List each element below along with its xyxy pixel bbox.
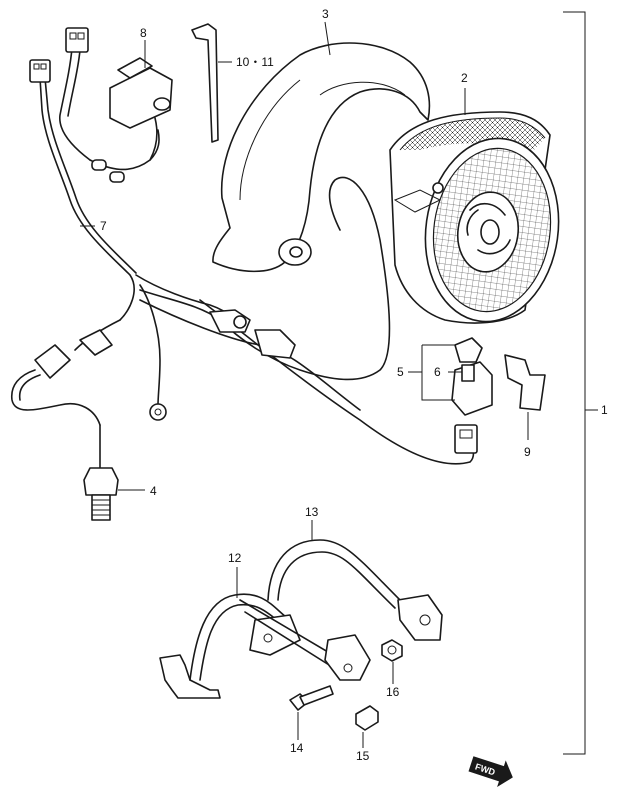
relay: [451, 337, 493, 416]
label-1: 1: [601, 403, 608, 417]
label-5: 5: [397, 365, 404, 379]
label-2: 2: [461, 71, 468, 85]
label-15: 15: [356, 749, 370, 763]
label-7: 7: [100, 219, 107, 233]
label-4: 4: [150, 484, 157, 498]
collar: [355, 705, 379, 731]
nut: [381, 639, 403, 662]
label-3: 3: [322, 7, 329, 21]
label-16: 16: [386, 685, 400, 699]
assembly-bracket: [563, 11, 598, 755]
fan-motor: [389, 111, 560, 324]
fwd-arrow: FWD: [468, 756, 513, 788]
band-clamp: [191, 23, 219, 143]
bracket-13: [239, 539, 443, 681]
label-13: 13: [305, 505, 319, 519]
label-8: 8: [140, 26, 147, 40]
label-14: 14: [290, 741, 304, 755]
switch: [109, 57, 173, 161]
thermo-switch: [83, 424, 119, 521]
label-6: 6: [434, 365, 441, 379]
relay-cover: [504, 354, 546, 411]
leader-lines: [80, 21, 529, 748]
fan-shroud: [212, 42, 431, 273]
bracket-12: [159, 593, 301, 699]
bolt: [289, 685, 334, 711]
label-10-11: 10・11: [236, 55, 274, 69]
label-9: 9: [524, 445, 531, 459]
ring-terminal: [149, 403, 167, 421]
label-12: 12: [228, 551, 242, 565]
harness-connectors: [29, 27, 478, 454]
